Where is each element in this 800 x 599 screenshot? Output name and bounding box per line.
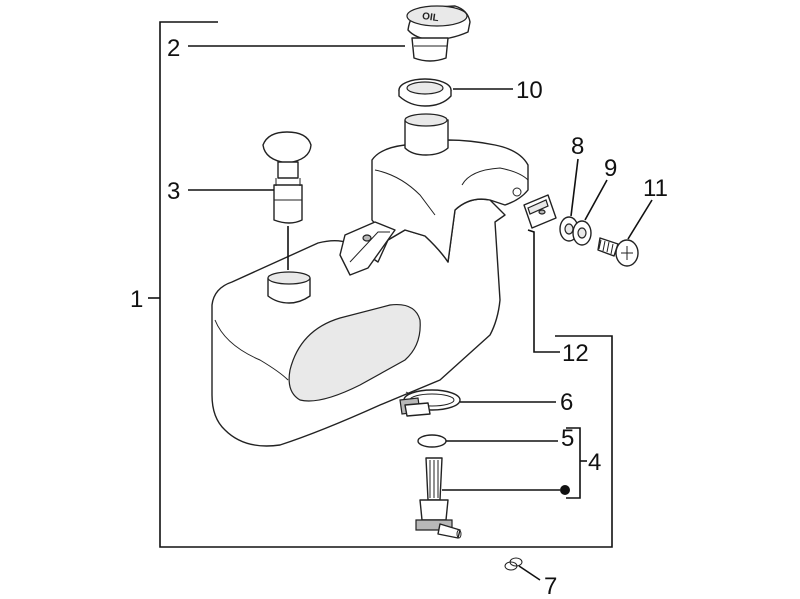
filler-seal — [398, 78, 452, 107]
hose-clamp — [399, 389, 461, 417]
label-part-1: 1 — [130, 286, 143, 313]
label-part-9: 9 — [604, 155, 617, 182]
label-part-12: 12 — [562, 340, 589, 367]
bullet-dot — [560, 485, 570, 495]
label-part-7: 7 — [544, 573, 557, 599]
oil-tank — [211, 113, 529, 447]
oil-cap: OIL — [406, 5, 471, 62]
label-part-6: 6 — [560, 389, 573, 416]
mounting-screw — [597, 237, 639, 267]
label-part-11: 11 — [643, 175, 668, 202]
outlet-fitting — [415, 457, 462, 539]
label-part-10: 10 — [516, 77, 543, 104]
label-part-5: 5 — [561, 425, 574, 452]
speed-nut — [523, 194, 557, 229]
leader-lines — [188, 45, 653, 499]
label-part-4: 4 — [588, 449, 601, 476]
part-labels: 2 10 3 1 8 9 11 12 6 5 4 7 — [130, 35, 668, 599]
label-part-3: 3 — [167, 178, 180, 205]
o-ring — [417, 434, 447, 448]
cap-text: OIL — [421, 11, 439, 24]
part-1-bracket — [148, 21, 613, 548]
filler-plug — [262, 131, 312, 270]
label-part-8: 8 — [571, 133, 584, 160]
washer-9 — [572, 220, 592, 246]
label-part-2: 2 — [167, 35, 180, 62]
hose-clip — [504, 557, 541, 581]
